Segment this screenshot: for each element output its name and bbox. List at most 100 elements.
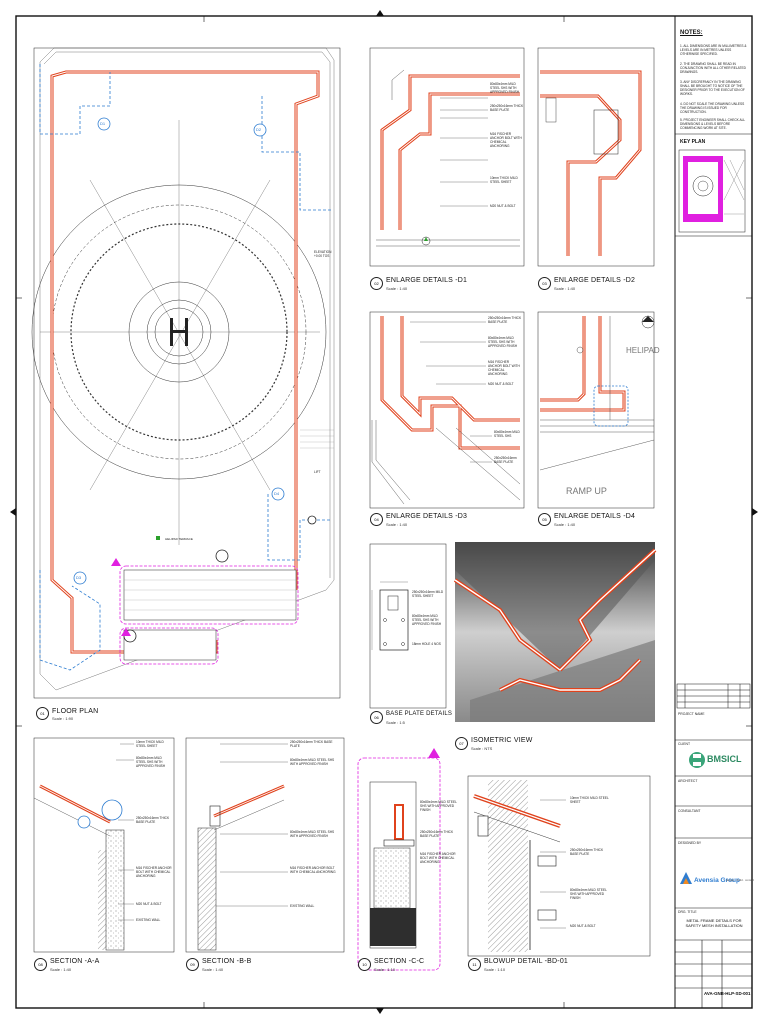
d2-scale: Scale : 1:40 [554,286,576,291]
floor-plan-scale: Scale : 1:90 [52,716,74,721]
note-5: 5. PROJECT ENGINEER SHALL CHECK ALL DIME… [680,118,746,130]
isometric-scale: Scale : NTS [471,746,493,751]
section-cc-note-2: 250x250x16mm THICK BASE PLATE [420,830,454,838]
floor-plan-side-label-3: LIFT [314,470,321,474]
grid-ticks [16,16,752,1008]
d3-title: ENLARGE DETAILS -D3 [386,513,468,520]
key-plan-thumb [678,149,746,233]
d3-note-3: M16 FISCHER ANCHOR BOLT WITH CHEMICAL AN… [488,360,520,376]
note-1: 1. ALL DIMENSIONS ARE IN MILLIMETRES & L… [680,44,747,56]
section-aa-note-6: EXISTING WALL [136,918,161,922]
project-name-label: PROJECT NAME [678,712,705,716]
d3-scale: Scale : 1:40 [386,522,408,527]
perimeter-lines [39,47,335,691]
blowup-note-1: 10mm THICK MILD STEEL SHEET [570,796,609,804]
d3-note-5: 80x80x4mm MILD STEEL SHS [494,430,520,438]
drawing-title-label: DRG. TITLE [678,910,697,914]
d2-title: ENLARGE DETAILS -D2 [554,277,636,284]
client-name: BMSICL [707,754,742,764]
section-aa-note-3: 250x250x16mm THICK BASE PLATE [136,816,170,824]
section-aa-note-2: 80x80x4mm MILD STEEL SHS WITH APPROVED F… [136,756,166,768]
enlarge-d2-view [537,47,655,267]
section-aa-view [33,737,175,953]
section-cc-note-3: M16 FISCHER ANCHOR BOLT WITH CHEMICAL AN… [420,852,456,864]
designer-tagline: design · build · consult [726,878,754,882]
section-aa-note-1: 10mm THICK MILD STEEL SHEET [136,740,164,748]
d1-note-1: 80x80x4mm MILD STEEL SHS WITH APPROVED F… [490,82,520,94]
section-bb-note-1: 250x250x16mm THICK BASE PLATE [290,740,333,748]
d4-number: 05 [538,513,551,526]
blowup-note-4: M20 NUT & BOLT [570,924,596,928]
architect-label: ARCHITECT [678,779,698,783]
blowup-title: BLOWUP DETAIL -BD-01 [484,958,569,965]
section-bb-note-3: 80x80x4mm MILD STEEL SHS WITH APPROVED F… [290,830,335,838]
ramp-up-label: RAMP UP [566,486,607,496]
callout-d2: D2 [256,127,262,132]
d3-note-4: M20 NUT & BOLT [488,382,514,386]
d3-note-1: 250x250x16mm THICK BASE PLATE [488,316,522,324]
floor-plan-title: FLOOR PLAN [52,708,99,715]
d3-note-2: 80x80x4mm MILD STEEL SHS WITH APPROVED F… [488,336,518,348]
d1-title: ENLARGE DETAILS -D1 [386,277,468,284]
bmsicl-logo [689,752,705,768]
callout-d3: D3 [76,575,82,580]
section-cc-view [357,748,441,971]
blowup-note-3: 80x80x4mm MILD STEEL SHS WITH APPROVED F… [570,888,607,900]
note-3: 3. ANY DISCREPANCY IN THE DRAWING SHALL … [680,80,745,96]
designer-label: DESIGNED BY [678,841,702,845]
helipad-label: HELIPAD [626,346,660,355]
callout-d1: D1 [100,121,106,126]
avensia-logo [680,872,692,884]
section-bb-note-5: EXISTING WALL [290,904,315,908]
base-plate-note-1: 250x250x16mm MILD STEEL SHEET [412,590,444,598]
blowup-scale: Scale : 1:10 [484,967,506,972]
floor-plan-side-label: ELEVATION +0.00 TOS [314,250,332,258]
section-aa-number: 08 [34,958,47,971]
callout-d4: D4 [274,491,280,496]
section-bb-number: 09 [186,958,199,971]
section-aa-title: SECTION -A-A [50,958,100,965]
section-cc-number: 10 [358,958,371,971]
d2-number: 03 [538,277,551,290]
base-plate-note-2: 80x80x4mm MILD STEEL SHS WITH APPROVED F… [412,614,442,626]
d3-note-6: 250x250x16mm BASE PLATE [494,456,517,464]
revision-clouds [119,565,299,665]
section-bb-note-2: 80x80x4mm MILD STEEL SHS WITH APPROVED F… [290,758,335,766]
title-block-frame [675,133,752,1008]
d1-note-4: 10mm THICK MILD STEEL SHEET [490,176,518,184]
edge-markers [10,10,758,1014]
d4-title: ENLARGE DETAILS -D4 [554,513,636,520]
section-cc-title: SECTION -C-C [374,958,425,965]
notes-heading: NOTES: [680,30,703,36]
section-aa-note-5: M20 NUT & BOLT [136,902,162,906]
designer-name: Avensia Group [694,877,740,884]
base-plate-note-3: 18mm HOLE 4 NOS [412,642,441,646]
key-plan-heading: KEY PLAN [680,139,706,145]
d1-note-3: M16 FISCHER ANCHOR BOLT WITH CHEMICAL AN… [490,132,522,148]
enlarge-d1-view [369,47,525,267]
isometric-number: 07 [455,737,468,750]
section-cc-scale: Scale : 1:10 [374,967,396,972]
note-4: 4. DO NOT SCALE THE DRAWING UNLESS THE D… [680,102,745,114]
isometric-view [453,542,657,722]
d4-scale: Scale : 1:40 [554,522,576,527]
d1-note-2: 250x250x16mm THICK BASE PLATE [490,104,524,112]
d1-number: 02 [370,277,383,290]
isometric-title: ISOMETRIC VIEW [471,737,533,744]
base-plate-scale: Scale : 1:5 [386,720,405,725]
enlarge-d3-view [369,311,525,509]
blowup-number: 11 [468,958,481,971]
section-bb-title: SECTION -B-B [202,958,252,965]
floor-plan-number: 01 [36,707,49,720]
enlarge-d4-view [537,311,655,509]
blowup-note-2: 250x250x16mm THICK BASE PLATE [570,848,604,856]
note-2: 2. THE DRAWING SHALL BE READ IN CONJUNCT… [680,62,746,74]
drawing-title: METAL FRAME DETAILS FOR SAFETY MESH INST… [685,918,743,928]
section-bb-note-4: M16 FISCHER ANCHOR BOLT WITH CHEMICAL AN… [290,866,336,874]
section-aa-scale: Scale : 1:40 [50,967,72,972]
floor-plan-view [31,47,366,722]
section-aa-note-4: M16 FISCHER ANCHOR BOLT WITH CHEMICAL AN… [136,866,172,878]
d3-number: 04 [370,513,383,526]
